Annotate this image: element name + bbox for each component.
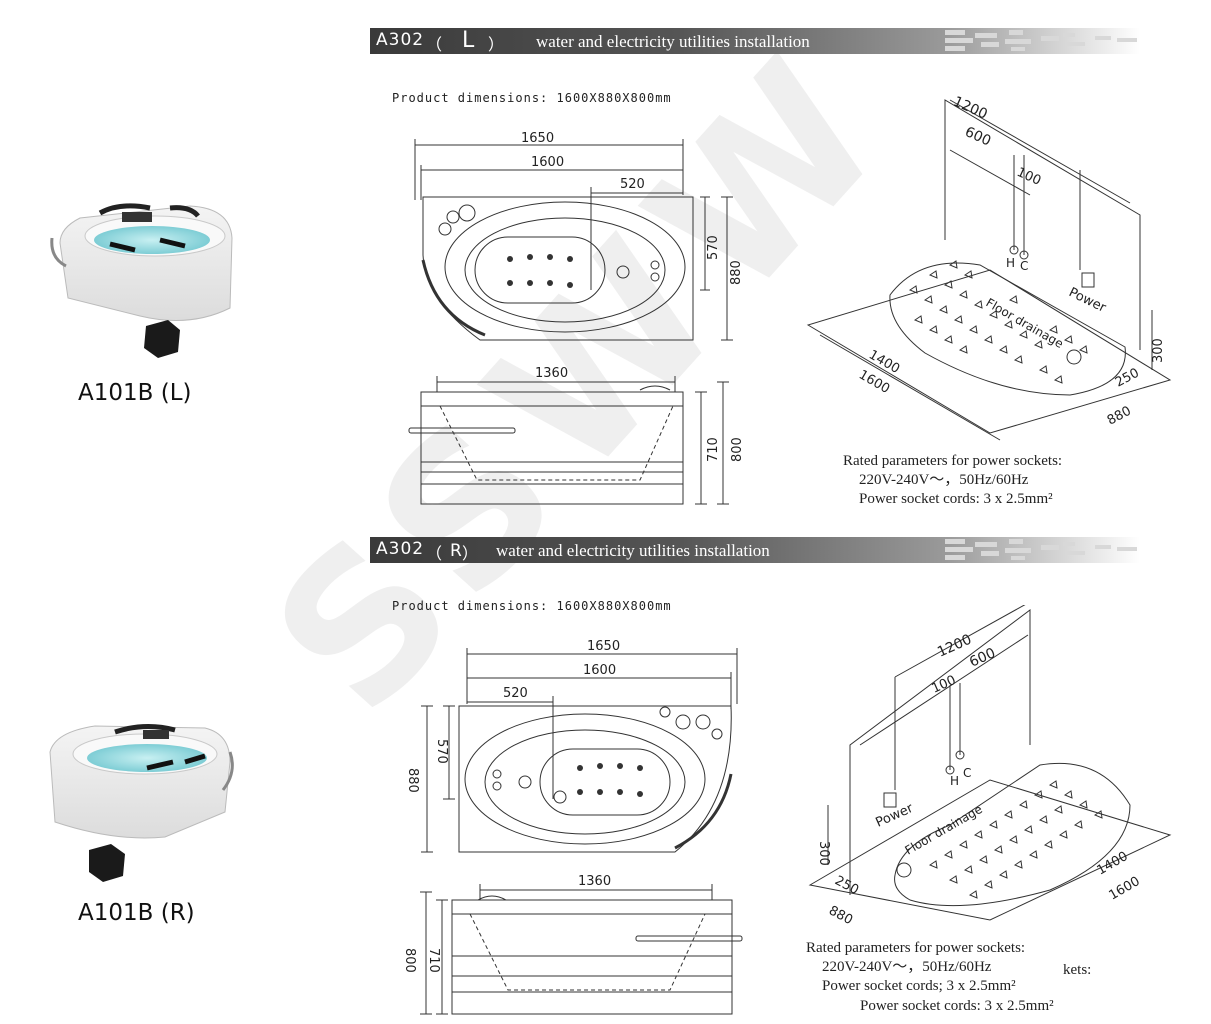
dim-800-r: 800 — [402, 948, 417, 973]
rated-voltage-r: 220V-240V～，50Hz/60Hz — [822, 959, 992, 975]
banner-side: R — [450, 541, 462, 561]
isometric-diagram-l: 1200 600 100 H C Power Floor drainage 30… — [806, 95, 1172, 441]
dim-880-r: 880 — [405, 768, 420, 793]
banner-code: A302 — [376, 30, 425, 50]
dim-710-l: 710 — [706, 437, 721, 462]
banner-title: water and electricity utilities installa… — [496, 541, 770, 560]
banner-decoration-blocks — [945, 539, 1137, 560]
banner-title: water and electricity utilities installa… — [536, 32, 810, 51]
iso-cold-l: C — [1020, 259, 1028, 273]
iso-880-l: 880 — [1105, 404, 1134, 429]
iso-hot-r: H — [950, 774, 959, 788]
iso-1200-l: 1200 — [951, 95, 990, 123]
iso-drain-l: Floor drainage — [984, 295, 1066, 351]
dim-520-l: 520 — [620, 177, 645, 192]
dim-800-l: 800 — [730, 437, 745, 462]
dim-880-l: 880 — [729, 260, 744, 285]
rated-cords-repeat-r: Power socket cords: 3 x 2.5mm² — [860, 998, 1054, 1014]
iso-250-l: 250 — [1113, 366, 1142, 391]
dim-1600-l: 1600 — [531, 155, 564, 170]
rated-parameters-r: Rated parameters for power sockets: 220V… — [806, 939, 1025, 996]
rated-parameters-l: Rated parameters for power sockets: 220V… — [843, 452, 1062, 509]
top-view-diagram-l: 1650 1600 520 570 880 — [414, 131, 744, 341]
model-label-l: A101B (L) — [78, 380, 192, 406]
dim-1650-r: 1650 — [587, 639, 620, 654]
iso-300-l: 300 — [1151, 338, 1166, 363]
model-label-r: A101B (R) — [78, 900, 195, 926]
banner-side: L — [462, 28, 475, 53]
dim-1360-l: 1360 — [535, 366, 568, 381]
side-view-diagram-r: 1360 800 710 — [402, 874, 743, 1015]
iso-1600-r: 1600 — [1107, 874, 1143, 904]
iso-power-l: Power — [1066, 285, 1108, 316]
paren-open: （ — [426, 546, 443, 563]
iso-1400-r: 1400 — [1095, 849, 1131, 879]
dim-570-l: 570 — [706, 235, 721, 260]
product-dimensions-l: Product dimensions: 1600X880X800mm — [392, 91, 672, 105]
isometric-diagram-r: 1200 600 100 H C Power Floor drainage 30… — [808, 605, 1172, 925]
rated-heading-l: Rated parameters for power sockets: — [843, 453, 1063, 469]
dim-1600-r: 1600 — [583, 663, 616, 678]
iso-cold-r: C — [963, 766, 971, 780]
bathtub-photo-l — [50, 203, 233, 358]
paren-close: ） — [488, 37, 505, 54]
banner-code: A302 — [376, 539, 425, 559]
dim-1650-l: 1650 — [521, 131, 554, 146]
bathtub-photo-r — [49, 724, 234, 882]
side-view-diagram-l: 1360 710 800 — [408, 366, 745, 505]
iso-100-r: 100 — [930, 673, 959, 697]
dim-570-r: 570 — [434, 739, 449, 764]
product-dimensions-r: Product dimensions: 1600X880X800mm — [392, 599, 672, 613]
dim-1360-r: 1360 — [578, 874, 611, 889]
iso-power-r: Power — [874, 801, 917, 831]
dim-520-r: 520 — [503, 686, 528, 701]
iso-600-l: 600 — [962, 124, 993, 149]
rated-overlap-fragment-r: kets: — [1063, 962, 1092, 978]
paren-close: ） — [462, 546, 479, 563]
iso-300-r: 300 — [816, 841, 831, 866]
rated-voltage-l: 220V-240V～，50Hz/60Hz — [859, 472, 1029, 488]
section-l-banner: A302 （ L ） water and electricity utiliti… — [370, 28, 1140, 54]
section-r-banner: A302 （ R ） water and electricity utiliti… — [370, 537, 1140, 563]
paren-open: （ — [426, 37, 443, 54]
dim-710-r: 710 — [426, 948, 441, 973]
rated-heading-r: Rated parameters for power sockets: — [806, 940, 1026, 956]
iso-880-r: 880 — [826, 903, 855, 925]
rated-cords-r: Power socket cords; 3 x 2.5mm² — [822, 978, 1016, 994]
iso-600-r: 600 — [967, 645, 998, 670]
top-view-diagram-r: 1650 1600 520 570 880 — [405, 639, 738, 853]
iso-hot-l: H — [1006, 256, 1015, 270]
rated-cords-l: Power socket cords: 3 x 2.5mm² — [859, 491, 1053, 507]
iso-drain-r: Floor drainage — [903, 802, 985, 858]
banner-decoration-blocks — [945, 30, 1137, 51]
iso-100-l: 100 — [1014, 165, 1043, 189]
